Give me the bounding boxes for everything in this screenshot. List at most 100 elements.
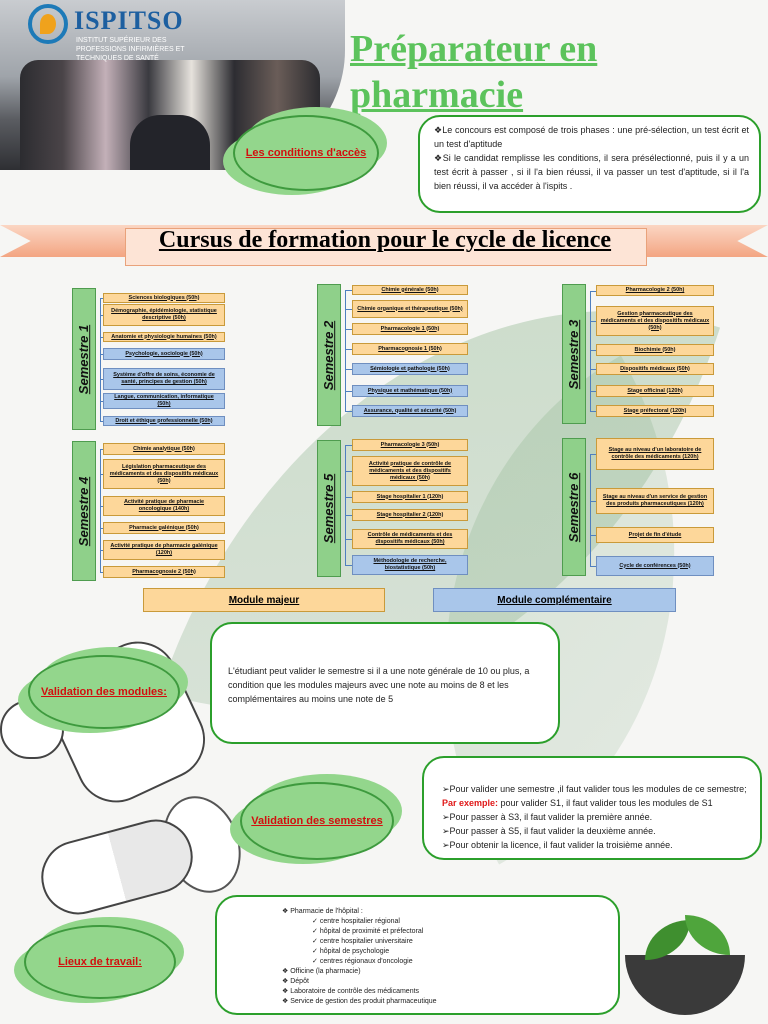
logo-icon bbox=[28, 4, 68, 44]
cursus-banner bbox=[125, 228, 647, 266]
module-box: Pharmacognosie 1 (50h) bbox=[352, 343, 468, 355]
connector-tick bbox=[345, 411, 352, 412]
validation-semesters-box: ➢Pour valider une semestre ,il faut vali… bbox=[422, 756, 762, 860]
workplaces-box: ❖ Pharmacie de l'hôpital : ✓ centre hosp… bbox=[215, 895, 620, 1015]
connector-tick bbox=[100, 528, 103, 529]
legend-major: Module majeur bbox=[143, 588, 385, 612]
workplace-item: ❖ Dépôt bbox=[282, 978, 309, 985]
connector-tick bbox=[345, 391, 352, 392]
workplace-item: ❖ Laboratoire de contrôle des médicament… bbox=[282, 988, 420, 995]
semester-1-label: Semestre 1 bbox=[72, 288, 96, 430]
connector-tick bbox=[590, 350, 596, 351]
module-box: Stage au niveau d'un laboratoire de cont… bbox=[596, 438, 714, 470]
connector-tick bbox=[590, 454, 596, 455]
module-box: Chimie générale (50h) bbox=[352, 285, 468, 295]
connector-tick bbox=[590, 501, 596, 502]
module-box: Pharmacologie 1 (50h) bbox=[352, 323, 468, 335]
semester-3-label: Semestre 3 bbox=[562, 284, 586, 424]
connector-tick bbox=[345, 565, 352, 566]
module-box: Chimie organique et thérapeutique (50h) bbox=[352, 300, 468, 318]
connector-line bbox=[100, 298, 101, 421]
module-box: Psychologie, sociologie (50h) bbox=[103, 348, 225, 360]
connector-tick bbox=[345, 329, 352, 330]
connector-tick bbox=[100, 298, 103, 299]
capsule-illustration bbox=[33, 811, 201, 923]
module-box: Stage préfectoral (120h) bbox=[596, 405, 714, 417]
mortar-illustration bbox=[615, 915, 755, 1020]
connector-tick bbox=[345, 515, 352, 516]
module-box: Droit et éthique professionnelle (50h) bbox=[103, 416, 225, 426]
connector-tick bbox=[100, 550, 103, 551]
connector-tick bbox=[590, 391, 596, 392]
connector-tick bbox=[590, 411, 596, 412]
workplace-sub: ✓ centre hospitalier universitaire bbox=[312, 938, 413, 945]
module-box: Physique et mathématique (50h) bbox=[352, 385, 468, 397]
module-box: Stage hospitalier 1 (120h) bbox=[352, 491, 468, 503]
workplace-item: ❖ Officine (la pharmacie) bbox=[282, 968, 361, 975]
connector-tick bbox=[345, 471, 352, 472]
workplace-sub: ✓ hôpital de proximité et préfectoral bbox=[312, 928, 424, 935]
connector-tick bbox=[100, 572, 103, 573]
validation-semesters-line: ➢Pour passer à S3, il faut valider la pr… bbox=[442, 812, 653, 822]
connector-tick bbox=[345, 309, 352, 310]
connector-tick bbox=[345, 445, 352, 446]
module-box: Biochimie (50h) bbox=[596, 344, 714, 356]
workplace-sub: ✓ centres régionaux d'oncologie bbox=[312, 958, 413, 965]
connector-tick bbox=[100, 337, 103, 338]
cursus-title: Cursus de formation pour le cycle de lic… bbox=[158, 227, 612, 253]
validation-semesters-line: ➢Pour valider une semestre ,il faut vali… bbox=[442, 784, 747, 794]
connector-tick bbox=[590, 369, 596, 370]
connector-tick bbox=[100, 421, 103, 422]
workplace-hospital: ❖ Pharmacie de l'hôpital : bbox=[282, 908, 363, 915]
module-box: Contrôle de médicaments et des dispositi… bbox=[352, 529, 468, 549]
connector-line bbox=[345, 290, 346, 411]
connector-tick bbox=[345, 349, 352, 350]
workplaces-label: Lieux de travail: bbox=[58, 956, 142, 968]
legend-complementary: Module complémentaire bbox=[433, 588, 676, 612]
connector-tick bbox=[100, 401, 103, 402]
module-box: Législation pharmaceutique des médicamen… bbox=[103, 459, 225, 489]
module-box: Chimie analytique (50h) bbox=[103, 443, 225, 455]
ispitso-logo: ISPITSO INSTITUT SUPÉRIEUR DES PROFESSIO… bbox=[28, 4, 198, 64]
module-box: Projet de fin d'étude bbox=[596, 527, 714, 543]
module-box: Démographie, épidémiologie, statistique … bbox=[103, 304, 225, 326]
module-box: Activité pratique de pharmacie galénique… bbox=[103, 540, 225, 560]
workplace-sub: ✓ centre hospitalier régional bbox=[312, 918, 400, 925]
access-conditions-label: Les conditions d'accès bbox=[245, 147, 367, 159]
workplaces-cloud: Lieux de travail: bbox=[24, 925, 176, 999]
validation-modules-cloud: Validation des modules: bbox=[28, 655, 180, 729]
module-box: Activité pratique de contrôle de médicam… bbox=[352, 456, 468, 486]
module-box: Pharmacognosie 2 (50h) bbox=[103, 566, 225, 578]
module-box: Stage hospitalier 2 (120h) bbox=[352, 509, 468, 521]
connector-tick bbox=[590, 535, 596, 536]
access-conditions-cloud: Les conditions d'accès bbox=[233, 115, 379, 191]
connector-tick bbox=[100, 354, 103, 355]
logo-name: ISPITSO bbox=[74, 6, 184, 35]
connector-tick bbox=[100, 449, 103, 450]
connector-tick bbox=[590, 321, 596, 322]
validation-semesters-example: Par exemple: pour valider S1, il faut va… bbox=[442, 798, 713, 808]
logo-subtitle: INSTITUT SUPÉRIEUR DES PROFESSIONS INFIR… bbox=[76, 37, 185, 62]
module-box: Stage au niveau d'un service de gestion … bbox=[596, 488, 714, 514]
connector-tick bbox=[590, 566, 596, 567]
connector-tick bbox=[345, 497, 352, 498]
module-box: Anatomie et physiologie humaines (50h) bbox=[103, 332, 225, 342]
validation-semesters-label: Validation des semestres bbox=[251, 815, 383, 827]
semester-4-label: Semestre 4 bbox=[72, 441, 96, 581]
validation-modules-text: L'étudiant peut valider le semestre si i… bbox=[228, 666, 530, 704]
workplace-sub: ✓ hôpital de psychologie bbox=[312, 948, 390, 955]
connector-tick bbox=[100, 379, 103, 380]
semester-6-label: Semestre 6 bbox=[562, 438, 586, 576]
connector-tick bbox=[590, 290, 596, 292]
module-box: Langue, communication, informatique (50h… bbox=[103, 393, 225, 409]
module-box: Sciences biologiques (50h) bbox=[103, 293, 225, 303]
module-box: Stage officinal (120h) bbox=[596, 385, 714, 397]
module-box: Cycle de conférences (50h) bbox=[596, 556, 714, 576]
module-box: Assurance, qualité et sécurité (50h) bbox=[352, 405, 468, 417]
validation-modules-label: Validation des modules: bbox=[41, 686, 167, 698]
connector-line bbox=[345, 445, 346, 565]
connector-tick bbox=[100, 315, 103, 316]
module-box: Sémiologie et pathologie (50h) bbox=[352, 363, 468, 375]
connector-tick bbox=[345, 369, 352, 370]
connector-line bbox=[590, 454, 591, 566]
